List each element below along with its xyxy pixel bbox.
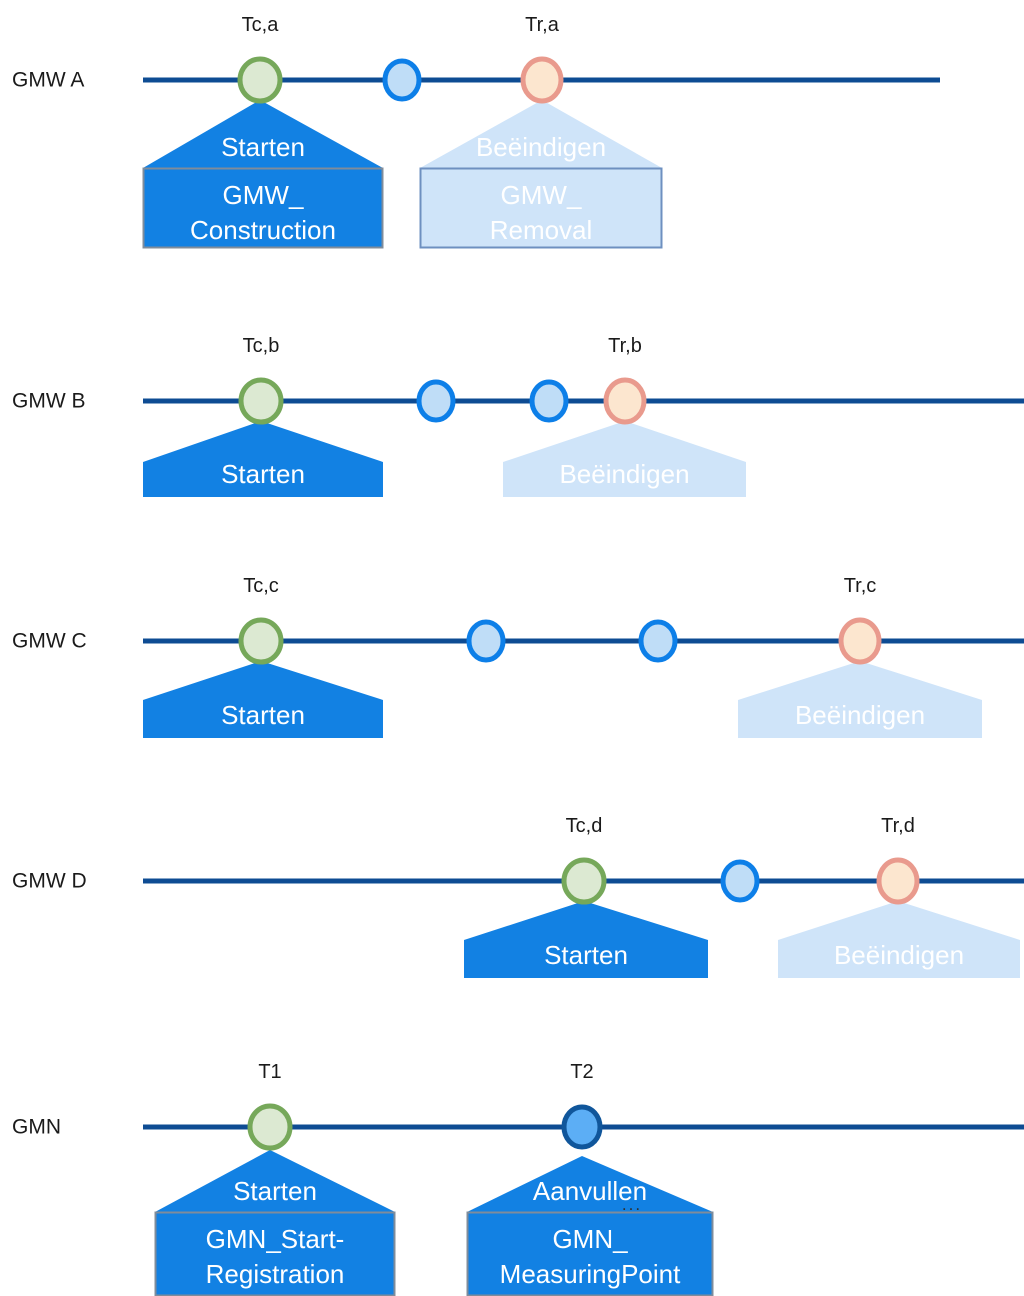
shape-starten-c-pentagon[interactable] (143, 661, 383, 738)
shape-gmn-start-registration-box-line-1: GMN_Start- (206, 1224, 345, 1254)
shape-gmw-removal-title: Beëindigen (476, 132, 606, 162)
timeline-row-gmw-d: Starten Beëindigen GMW D Tc,d Tr,d (12, 815, 1024, 978)
shape-gmn-measuringpoint[interactable]: Aanvullen... GMN_ MeasuringPoint (466, 1156, 714, 1296)
marker-tc-a[interactable] (237, 56, 283, 104)
shape-beeindigen-b[interactable]: Beëindigen (503, 421, 746, 497)
marker-tc-c[interactable] (238, 617, 284, 665)
shape-beeindigen-b-pentagon[interactable] (503, 421, 746, 497)
marker-mid-b2[interactable] (529, 379, 569, 423)
marker-t1[interactable] (247, 1103, 293, 1151)
marker-tr-a-tick-label: Tr,a (525, 14, 560, 36)
row-label-gmw-d: GMW D (12, 870, 87, 893)
shape-beeindigen-c-title: Beëindigen (795, 700, 925, 730)
marker-tr-a[interactable] (520, 56, 564, 104)
shape-gmn-measuringpoint-box-line-2: MeasuringPoint (500, 1259, 681, 1289)
marker-mid-d1[interactable] (720, 859, 760, 903)
marker-mid-c1[interactable] (466, 619, 506, 663)
marker-t2-tick-label: T2 (570, 1061, 593, 1083)
marker-mid-c2[interactable] (638, 619, 678, 663)
shape-gmn-measuringpoint-box-line-1: GMN_ (552, 1224, 628, 1254)
marker-tc-b[interactable] (238, 377, 284, 425)
row-label-gmw-b: GMW B (12, 390, 86, 413)
shape-gmw-removal-box-line-2: Removal (490, 215, 593, 245)
row-label-gmn: GMN (12, 1116, 61, 1139)
shape-starten-b[interactable]: Starten (143, 421, 383, 497)
shape-beeindigen-c-pentagon[interactable] (738, 661, 982, 738)
marker-t2[interactable] (561, 1104, 603, 1150)
shape-gmn-start-registration-box-line-2: Registration (206, 1259, 345, 1289)
marker-tc-a-tick-label: Tc,a (242, 14, 280, 36)
shape-starten-b-pentagon[interactable] (143, 421, 383, 497)
shape-gmw-construction-box[interactable] (142, 167, 384, 249)
shape-beeindigen-b-title: Beëindigen (559, 459, 689, 489)
shape-gmn-start-registration-title: Starten (233, 1176, 317, 1206)
shape-gmw-removal-box-line-1: GMW_ (501, 180, 582, 210)
shape-beeindigen-d-title: Beëindigen (834, 940, 964, 970)
marker-tr-b-tick-label: Tr,b (608, 335, 642, 357)
shape-starten-d[interactable]: Starten (464, 901, 708, 978)
shape-beeindigen-d-pentagon[interactable] (778, 901, 1020, 978)
marker-mid-a1[interactable] (382, 58, 422, 102)
shape-starten-c[interactable]: Starten (143, 661, 383, 738)
shape-gmn-measuringpoint-box[interactable] (466, 1211, 714, 1296)
shape-gmn-measuringpoint-ellipsis: ... (622, 1195, 642, 1214)
timeline-row-gmw-c: Starten Beëindigen GMW C Tc,c Tr,c (12, 575, 1024, 738)
row-label-gmw-a: GMW A (12, 69, 84, 92)
marker-tc-c-tick-label: Tc,c (243, 575, 279, 597)
shape-starten-d-pentagon[interactable] (464, 901, 708, 978)
shape-beeindigen-d[interactable]: Beëindigen (778, 901, 1020, 978)
marker-t1-tick-label: T1 (258, 1061, 281, 1083)
shape-gmw-construction-box-line-1: GMW_ (223, 180, 304, 210)
row-label-gmw-c: GMW C (12, 630, 87, 653)
marker-tc-d[interactable] (561, 857, 607, 905)
marker-tc-b-tick-label: Tc,b (243, 335, 280, 357)
marker-tr-c-tick-label: Tr,c (844, 575, 877, 597)
shape-gmn-measuringpoint-title: Aanvullen (533, 1176, 647, 1206)
marker-tr-b[interactable] (603, 377, 647, 425)
marker-tr-d[interactable] (876, 857, 920, 905)
shape-gmw-construction-title: Starten (221, 132, 305, 162)
shape-beeindigen-c[interactable]: Beëindigen (738, 661, 982, 738)
shape-starten-d-title: Starten (544, 940, 628, 970)
shape-starten-c-title: Starten (221, 700, 305, 730)
shape-gmw-removal-box[interactable] (419, 167, 663, 249)
marker-mid-b1[interactable] (416, 379, 456, 423)
shape-gmn-start-registration-box[interactable] (154, 1211, 396, 1296)
marker-tr-c[interactable] (838, 617, 882, 665)
marker-tc-d-tick-label: Tc,d (566, 815, 603, 837)
marker-tr-d-tick-label: Tr,d (881, 815, 915, 837)
timeline-row-gmw-b: Starten Beëindigen GMW B Tc,b Tr,b (12, 335, 1024, 497)
shape-starten-b-title: Starten (221, 459, 305, 489)
shape-gmw-construction-box-line-2: Construction (190, 215, 336, 245)
